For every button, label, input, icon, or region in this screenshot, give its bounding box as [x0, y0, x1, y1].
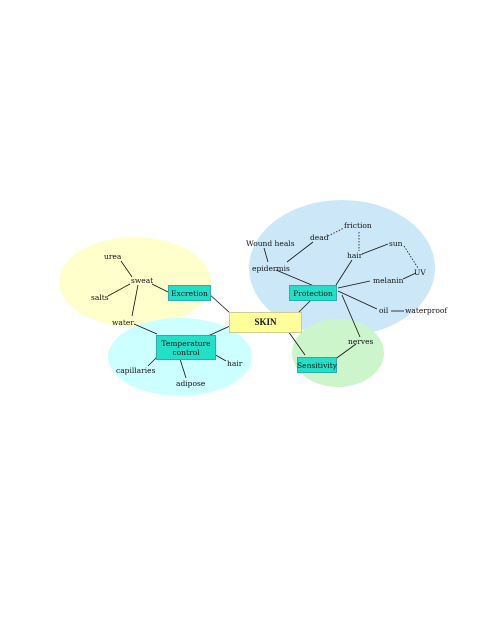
link-protection-oil — [337, 290, 378, 310]
term-hair-protection: hair — [347, 251, 363, 260]
link-hair-sun — [361, 243, 389, 255]
term-waterproof: waterproof — [405, 306, 448, 315]
link-sweat-urea — [120, 260, 133, 278]
term-sweat: sweat — [131, 276, 154, 285]
link-epidermis-dead — [286, 241, 314, 263]
link-temp-adipose — [179, 358, 187, 379]
link-skin-sensitivity — [287, 330, 306, 356]
link-protection-nerves — [341, 294, 361, 338]
center-node-skin[interactable]: SKIN — [229, 312, 302, 333]
link-melanin-uv — [402, 272, 417, 280]
term-dead: dead — [310, 233, 329, 242]
link-protection-melanin — [337, 280, 371, 289]
link-sweat-salts — [107, 283, 131, 297]
excretion-region — [59, 237, 211, 327]
link-excretion-sweat — [151, 283, 169, 293]
branch-protection[interactable]: Protection — [289, 285, 337, 301]
protection-region — [249, 200, 435, 336]
term-capillaries: capillaries — [116, 366, 156, 375]
branch-temperature[interactable]: Temperature control — [156, 335, 216, 360]
link-skin-protection — [297, 298, 313, 314]
term-epidermis: epidermis — [252, 264, 290, 273]
link-nerves-sensitivity — [333, 343, 357, 361]
link-protection-hair — [335, 259, 353, 286]
link-skin-temperature — [207, 325, 231, 337]
term-uv: UV — [414, 268, 426, 277]
branch-sensitivity[interactable]: Sensitivity — [297, 357, 337, 373]
link-sweat-water — [131, 284, 139, 317]
term-salts: salts — [91, 293, 109, 302]
term-hair-temperature: hair — [227, 359, 243, 368]
link-water-temperature — [133, 323, 158, 335]
link-protection-epidermis — [275, 269, 315, 287]
term-oil: oil — [379, 306, 389, 315]
term-urea: urea — [104, 252, 122, 261]
term-adipose: adipose — [176, 379, 206, 388]
link-epidermis-wound — [263, 247, 269, 263]
sensitivity-region — [292, 319, 384, 387]
link-skin-excretion — [207, 292, 231, 314]
term-friction: friction — [344, 221, 372, 230]
term-water: water — [112, 318, 134, 327]
term-nerves: nerves — [348, 337, 374, 346]
term-wound-heals: Wound heals — [246, 239, 295, 248]
link-sun-uv — [403, 245, 419, 269]
term-sun: sun — [389, 239, 403, 248]
term-melanin: melanin — [373, 276, 404, 285]
branch-excretion[interactable]: Excretion — [168, 285, 211, 301]
